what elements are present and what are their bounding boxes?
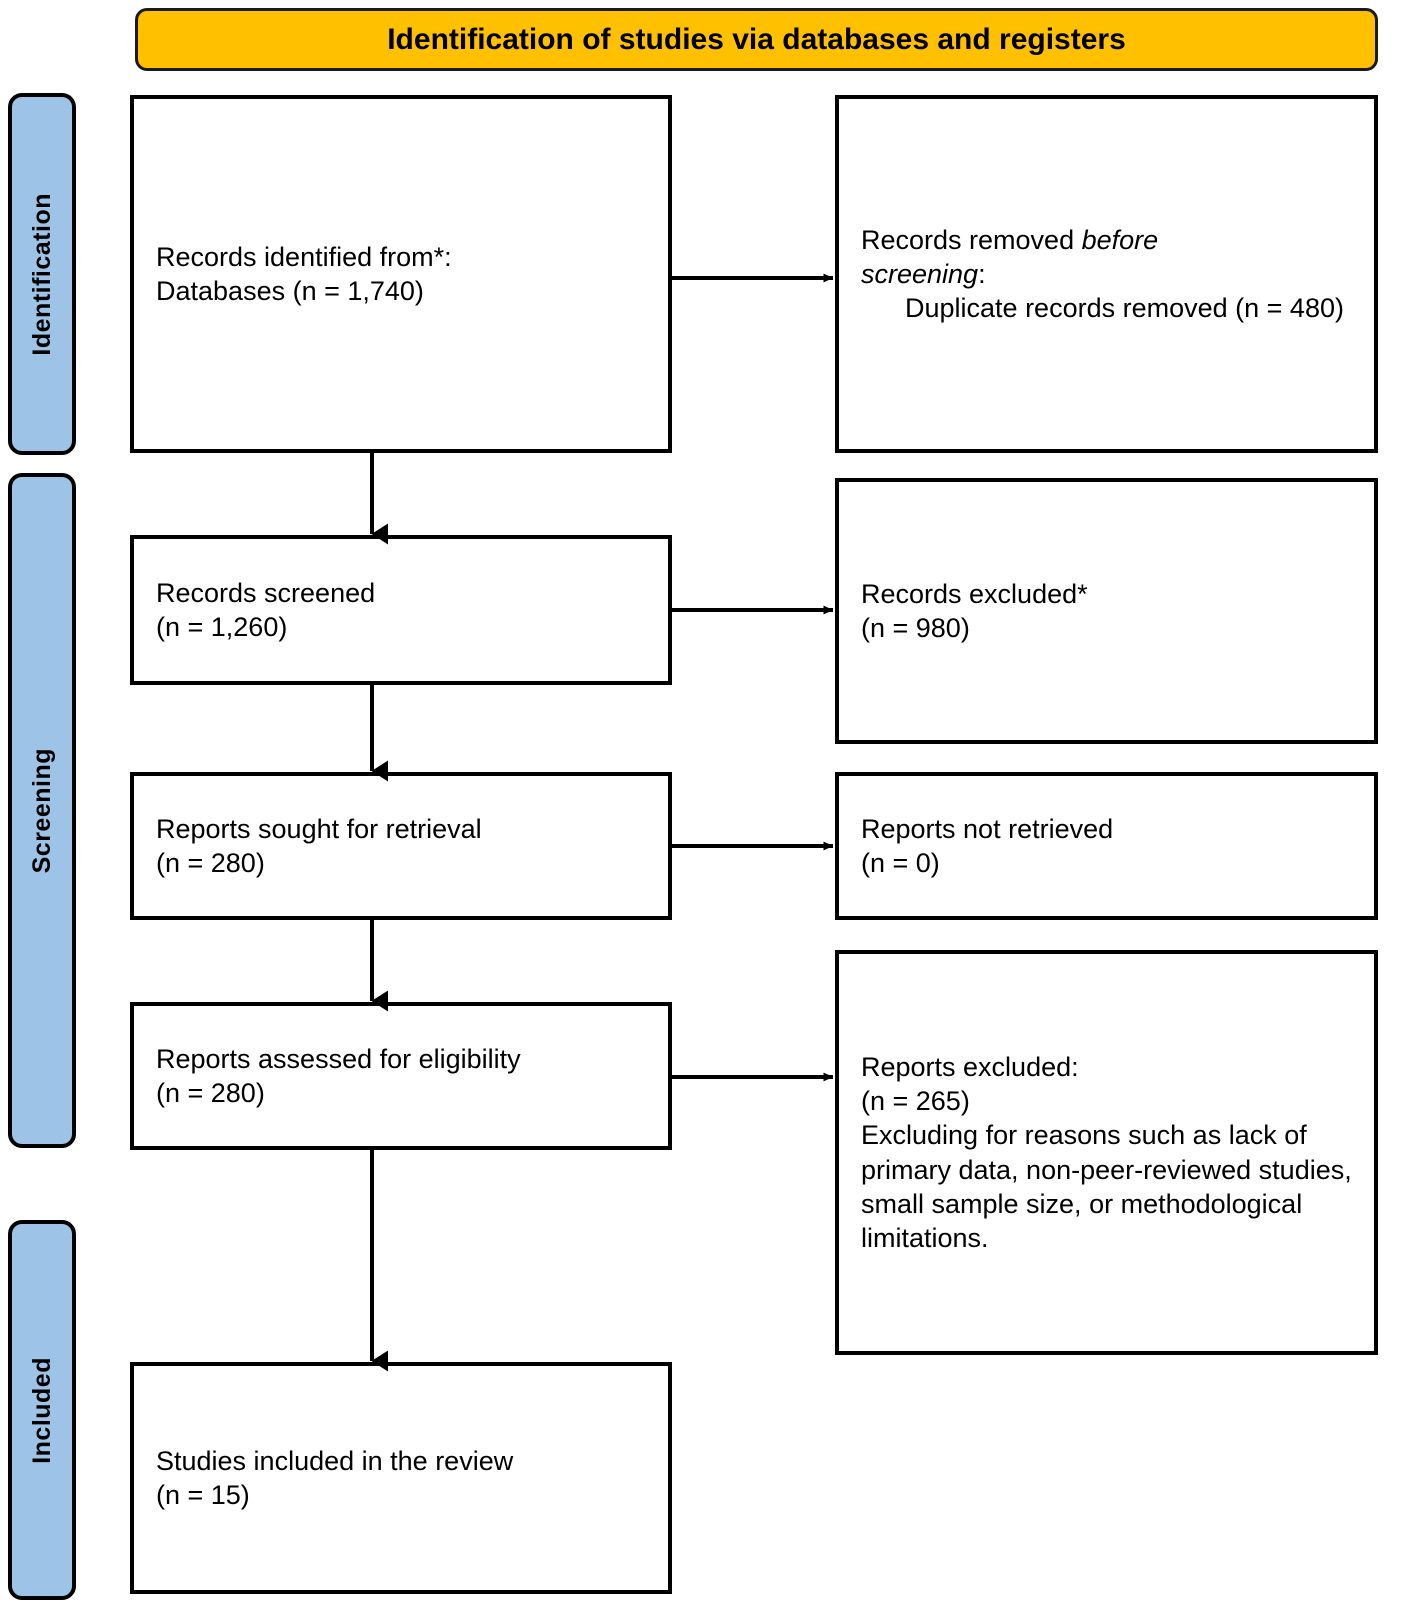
- box-reports-excluded: Reports excluded: (n = 265) Excluding fo…: [835, 950, 1378, 1355]
- header-banner: Identification of studies via databases …: [135, 8, 1378, 71]
- box-reports-assessed-line1: Reports assessed for eligibility: [156, 1043, 521, 1074]
- box-records-removed-line1-emph: before: [1081, 224, 1159, 255]
- stage-label-identification: Identification: [8, 93, 76, 455]
- box-records-excluded: Records excluded* (n = 980): [835, 478, 1378, 744]
- box-reports-excluded-line2: (n = 265): [861, 1085, 970, 1116]
- stage-label-identification-text: Identification: [27, 192, 56, 356]
- page-title: Identification of studies via databases …: [387, 23, 1126, 56]
- box-studies-included-line2: (n = 15): [156, 1480, 250, 1510]
- stage-label-included-text: Included: [27, 1356, 56, 1464]
- box-records-removed-line1: Records removed before: [861, 223, 1352, 257]
- box-reports-sought: Reports sought for retrieval (n = 280): [130, 772, 672, 920]
- box-records-excluded-line1: Records excluded*: [861, 578, 1088, 609]
- box-records-removed-line2-colon: :: [978, 258, 986, 289]
- box-reports-excluded-line1: Reports excluded:: [861, 1051, 1079, 1082]
- box-records-identified: Records identified from*: Databases (n =…: [130, 95, 672, 453]
- box-reports-assessed: Reports assessed for eligibility (n = 28…: [130, 1002, 672, 1150]
- box-records-screened-line2: (n = 1,260): [156, 612, 288, 642]
- box-studies-included-line1: Studies included in the review: [156, 1445, 514, 1476]
- box-records-removed-line1-plain: Records removed: [861, 224, 1082, 255]
- box-records-identified-line2: Databases (n = 1,740): [156, 276, 424, 306]
- box-records-screened: Records screened (n = 1,260): [130, 535, 672, 685]
- box-reports-not-retrieved-line1: Reports not retrieved: [861, 813, 1114, 844]
- stage-label-screening: Screening: [8, 473, 76, 1148]
- box-records-screened-line1: Records screened: [156, 577, 376, 608]
- box-reports-sought-line2: (n = 280): [156, 848, 265, 878]
- box-records-excluded-line2: (n = 980): [861, 613, 970, 643]
- box-records-removed: Records removed before screening: Duplic…: [835, 95, 1378, 453]
- box-records-identified-line1: Records identified from*:: [156, 241, 452, 272]
- box-reports-sought-line1: Reports sought for retrieval: [156, 813, 482, 844]
- box-reports-excluded-line3: Excluding for reasons such as lack of pr…: [861, 1120, 1360, 1254]
- box-records-removed-line3: Duplicate records removed (n = 480): [905, 293, 1344, 324]
- stage-label-included: Included: [8, 1220, 76, 1600]
- box-reports-not-retrieved-line2: (n = 0): [861, 848, 940, 878]
- box-records-removed-line2: screening:: [861, 257, 1352, 291]
- box-studies-included: Studies included in the review (n = 15): [130, 1362, 672, 1594]
- box-reports-not-retrieved: Reports not retrieved (n = 0): [835, 772, 1378, 920]
- box-records-removed-line2-emph: screening: [861, 258, 979, 289]
- box-reports-assessed-line2: (n = 280): [156, 1078, 265, 1108]
- stage-label-screening-text: Screening: [27, 747, 56, 874]
